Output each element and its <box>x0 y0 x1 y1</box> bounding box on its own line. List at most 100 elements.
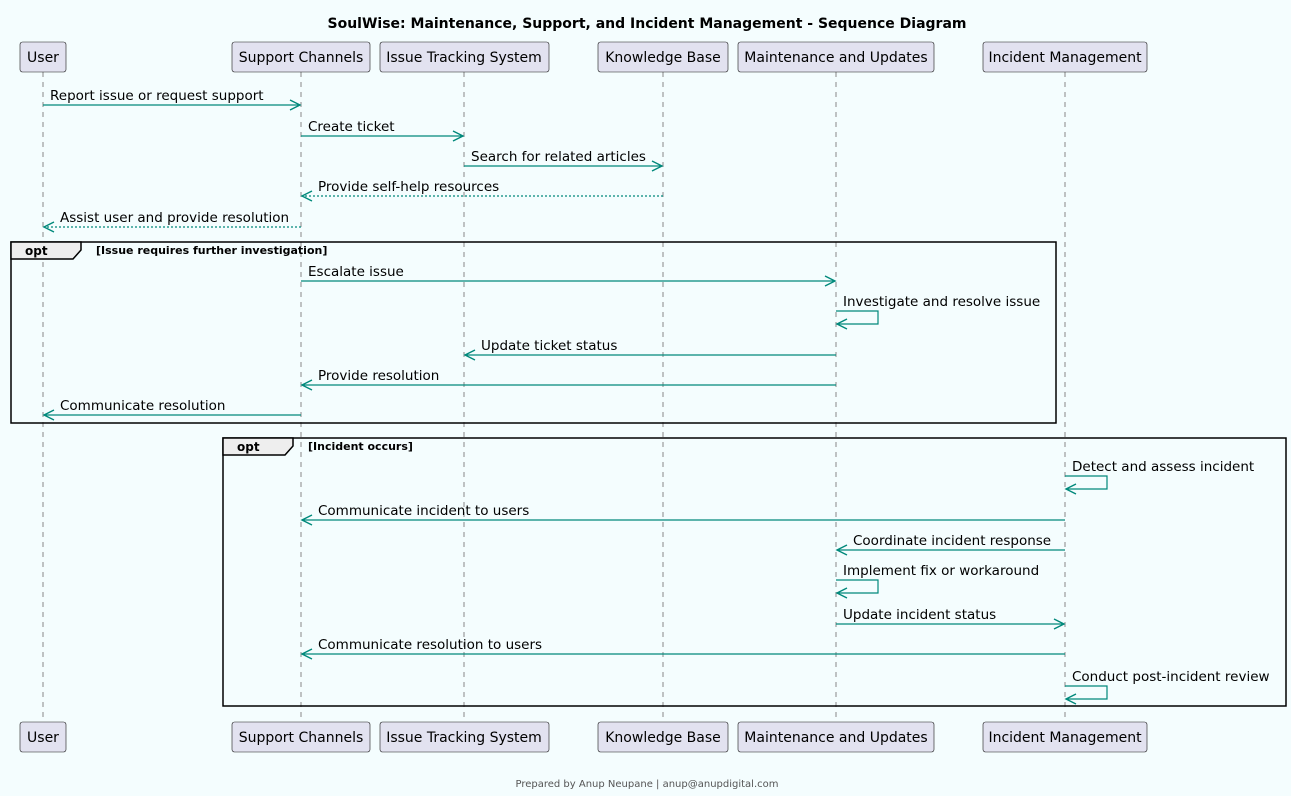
participant-im-bottom: Incident Management <box>982 721 1148 753</box>
arrow-head <box>835 318 848 330</box>
message-label: Update incident status <box>843 607 996 623</box>
opt-fragment: opt [Incident occurs] <box>222 437 1287 707</box>
participant-box <box>19 721 67 753</box>
participant-box <box>737 41 935 73</box>
participant-user-top: User <box>19 41 67 73</box>
participant-support-top: Support Channels <box>231 41 371 73</box>
participant-label: User <box>27 50 59 66</box>
message-16: Communicate resolution to users <box>300 637 1065 660</box>
arrow-head <box>835 544 848 556</box>
arrow-head <box>463 349 476 361</box>
arrow-head <box>824 275 837 287</box>
message-6: Escalate issue <box>301 264 837 287</box>
fragment-kind: opt <box>25 244 48 258</box>
lifelines <box>42 72 1066 722</box>
fragment-condition: [Issue requires further investigation] <box>96 244 327 257</box>
opt-fragment: opt [Issue requires further investigation… <box>10 241 1057 424</box>
message-14: Implement fix or workaround <box>835 563 1039 599</box>
arrow-head <box>289 99 302 111</box>
fragment-condition: [Incident occurs] <box>308 440 413 453</box>
footer-credit: Prepared by Anup Neupane | anup@anupdigi… <box>515 779 778 790</box>
message-15: Update incident status <box>836 607 1066 630</box>
participant-label: Support Channels <box>239 50 364 66</box>
arrow-head <box>300 514 313 526</box>
participant-kb-top: Knowledge Base <box>597 41 729 73</box>
participant-box <box>737 721 935 753</box>
participant-box <box>597 721 729 753</box>
fragment-kind: opt <box>237 440 260 454</box>
message-10: Communicate resolution <box>42 398 301 421</box>
message-label: Investigate and resolve issue <box>843 294 1040 310</box>
self-message-line <box>836 579 879 594</box>
message-2: Create ticket <box>301 119 465 142</box>
arrow-head <box>651 160 664 172</box>
message-label: Communicate resolution <box>60 398 225 414</box>
fragment-frame <box>222 437 1287 707</box>
participant-im-top: Incident Management <box>982 41 1148 73</box>
participant-kb-bottom: Knowledge Base <box>597 721 729 753</box>
participant-label: User <box>27 730 59 746</box>
participant-label: Knowledge Base <box>605 50 721 66</box>
message-label: Communicate resolution to users <box>318 637 542 653</box>
message-13: Coordinate incident response <box>835 533 1065 556</box>
participant-label: Incident Management <box>988 730 1142 746</box>
message-label: Communicate incident to users <box>318 503 529 519</box>
arrow-head <box>452 130 465 142</box>
message-label: Escalate issue <box>308 264 404 280</box>
self-message-line <box>1065 475 1108 490</box>
message-label: Create ticket <box>308 119 395 135</box>
participant-label: Support Channels <box>239 730 364 746</box>
message-5: Assist user and provide resolution <box>42 210 301 233</box>
message-11: Detect and assess incident <box>1064 459 1254 495</box>
message-label: Update ticket status <box>481 338 617 354</box>
fragment-frame <box>10 241 1057 424</box>
fragment-tab <box>10 241 82 260</box>
participant-label: Issue Tracking System <box>386 50 542 66</box>
participant-mu-top: Maintenance and Updates <box>737 41 935 73</box>
arrow-head <box>300 648 313 660</box>
arrow-head <box>300 379 313 391</box>
message-8: Update ticket status <box>463 338 836 361</box>
message-label: Assist user and provide resolution <box>60 210 289 226</box>
message-12: Communicate incident to users <box>300 503 1065 526</box>
fragment-tab <box>222 437 294 456</box>
participant-box <box>379 721 550 753</box>
participant-box <box>982 41 1148 73</box>
participant-box <box>982 721 1148 753</box>
participant-box <box>597 41 729 73</box>
diagram-title: SoulWise: Maintenance, Support, and Inci… <box>328 16 967 32</box>
message-label: Detect and assess incident <box>1072 459 1254 475</box>
participant-its-top: Issue Tracking System <box>379 41 550 73</box>
message-label: Search for related articles <box>471 149 646 165</box>
message-label: Conduct post-incident review <box>1072 669 1270 685</box>
self-message-line <box>1065 685 1108 700</box>
message-4: Provide self-help resources <box>300 179 663 202</box>
participant-user-bottom: User <box>19 721 67 753</box>
participant-label: Knowledge Base <box>605 730 721 746</box>
message-label: Provide self-help resources <box>318 179 499 195</box>
participant-label: Incident Management <box>988 50 1142 66</box>
message-7: Investigate and resolve issue <box>835 294 1040 330</box>
participant-support-bottom: Support Channels <box>231 721 371 753</box>
arrow-head <box>42 221 55 233</box>
participant-label: Maintenance and Updates <box>744 50 927 66</box>
arrow-head <box>835 587 848 599</box>
arrow-head <box>1053 618 1066 630</box>
participant-box <box>231 721 371 753</box>
participant-box <box>19 41 67 73</box>
message-label: Provide resolution <box>318 368 439 384</box>
arrow-head <box>300 190 313 202</box>
self-message-line <box>836 310 879 325</box>
arrow-head <box>1064 693 1077 705</box>
message-1: Report issue or request support <box>43 88 302 111</box>
participant-label: Issue Tracking System <box>386 730 542 746</box>
message-label: Coordinate incident response <box>853 533 1051 549</box>
message-label: Report issue or request support <box>50 88 264 104</box>
message-17: Conduct post-incident review <box>1064 669 1270 705</box>
fragments: opt [Issue requires further investigation… <box>10 241 1287 707</box>
message-label: Implement fix or workaround <box>843 563 1039 579</box>
participant-label: Maintenance and Updates <box>744 730 927 746</box>
